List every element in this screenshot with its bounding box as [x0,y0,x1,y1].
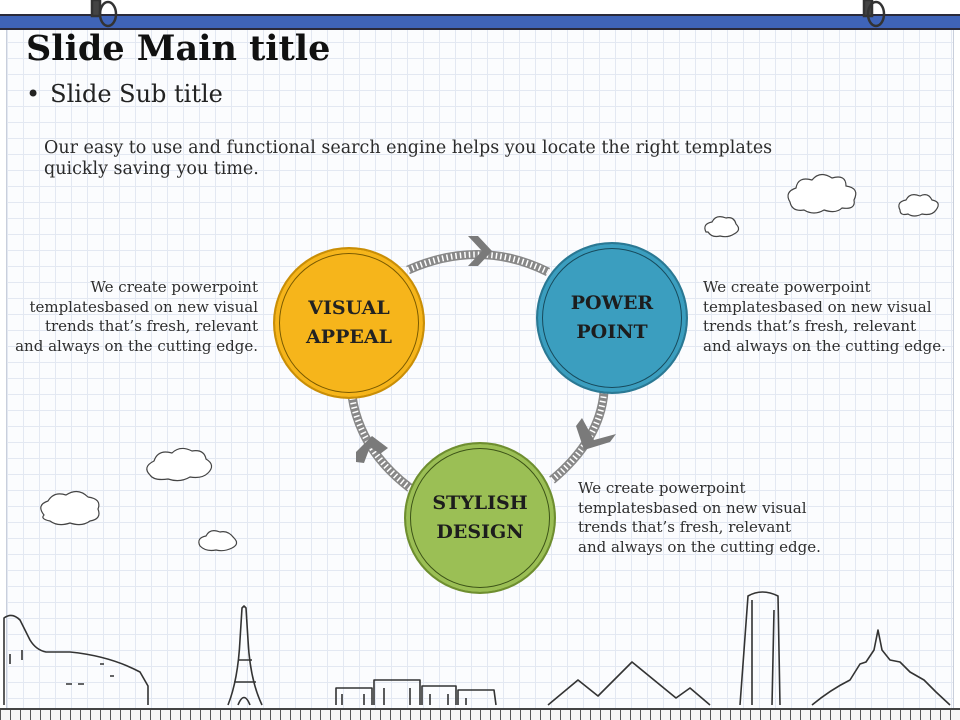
connector-track [347,395,413,492]
mont-saint-michel-icon [811,629,951,706]
node-label: STYLISH DESIGN [432,492,528,543]
binder-hook-icon [862,0,886,28]
cloud-icon [198,530,238,552]
grid-paper-background [6,26,954,716]
intro-paragraph: Our easy to use and functional search en… [44,138,773,179]
cloud-icon [787,173,857,214]
colosseum-icon [3,614,149,705]
stonehenge-icon [335,679,497,706]
eiffel-tower-icon [227,605,263,706]
description-right: We create powerpoint templatesbased on n… [703,278,946,355]
cloud-icon [40,490,100,526]
leaning-tower-icon [739,591,781,706]
chevron-down-icon [576,418,616,450]
description-left: We create powerpoint templatesbased on n… [15,278,258,355]
pyramids-icon [547,661,711,706]
cycle-node-power-point: POWER POINT [536,242,688,394]
cycle-node-stylish-design: STYLISH DESIGN [404,442,556,594]
node-label: POWER POINT [570,292,654,343]
chevron-up-icon [356,436,388,463]
connector-track [549,391,609,484]
chevron-right-icon [468,236,492,266]
cloud-icon [704,216,740,238]
slide-title: Slide Main title [26,28,331,69]
bottom-ruler-bar [0,708,960,720]
description-bottom: We create powerpoint templatesbased on n… [578,479,821,556]
subtitle-text: Slide Sub title [50,80,223,108]
slide-subtitle: • Slide Sub title [26,80,223,108]
node-label: VISUAL APPEAL [306,297,392,348]
bullet: • [26,80,41,108]
binder-hook-icon [90,0,118,28]
cloud-icon [898,194,939,217]
top-binder-bar [0,14,960,30]
cloud-icon [146,447,213,482]
cycle-node-visual-appeal: VISUAL APPEAL [273,247,425,399]
